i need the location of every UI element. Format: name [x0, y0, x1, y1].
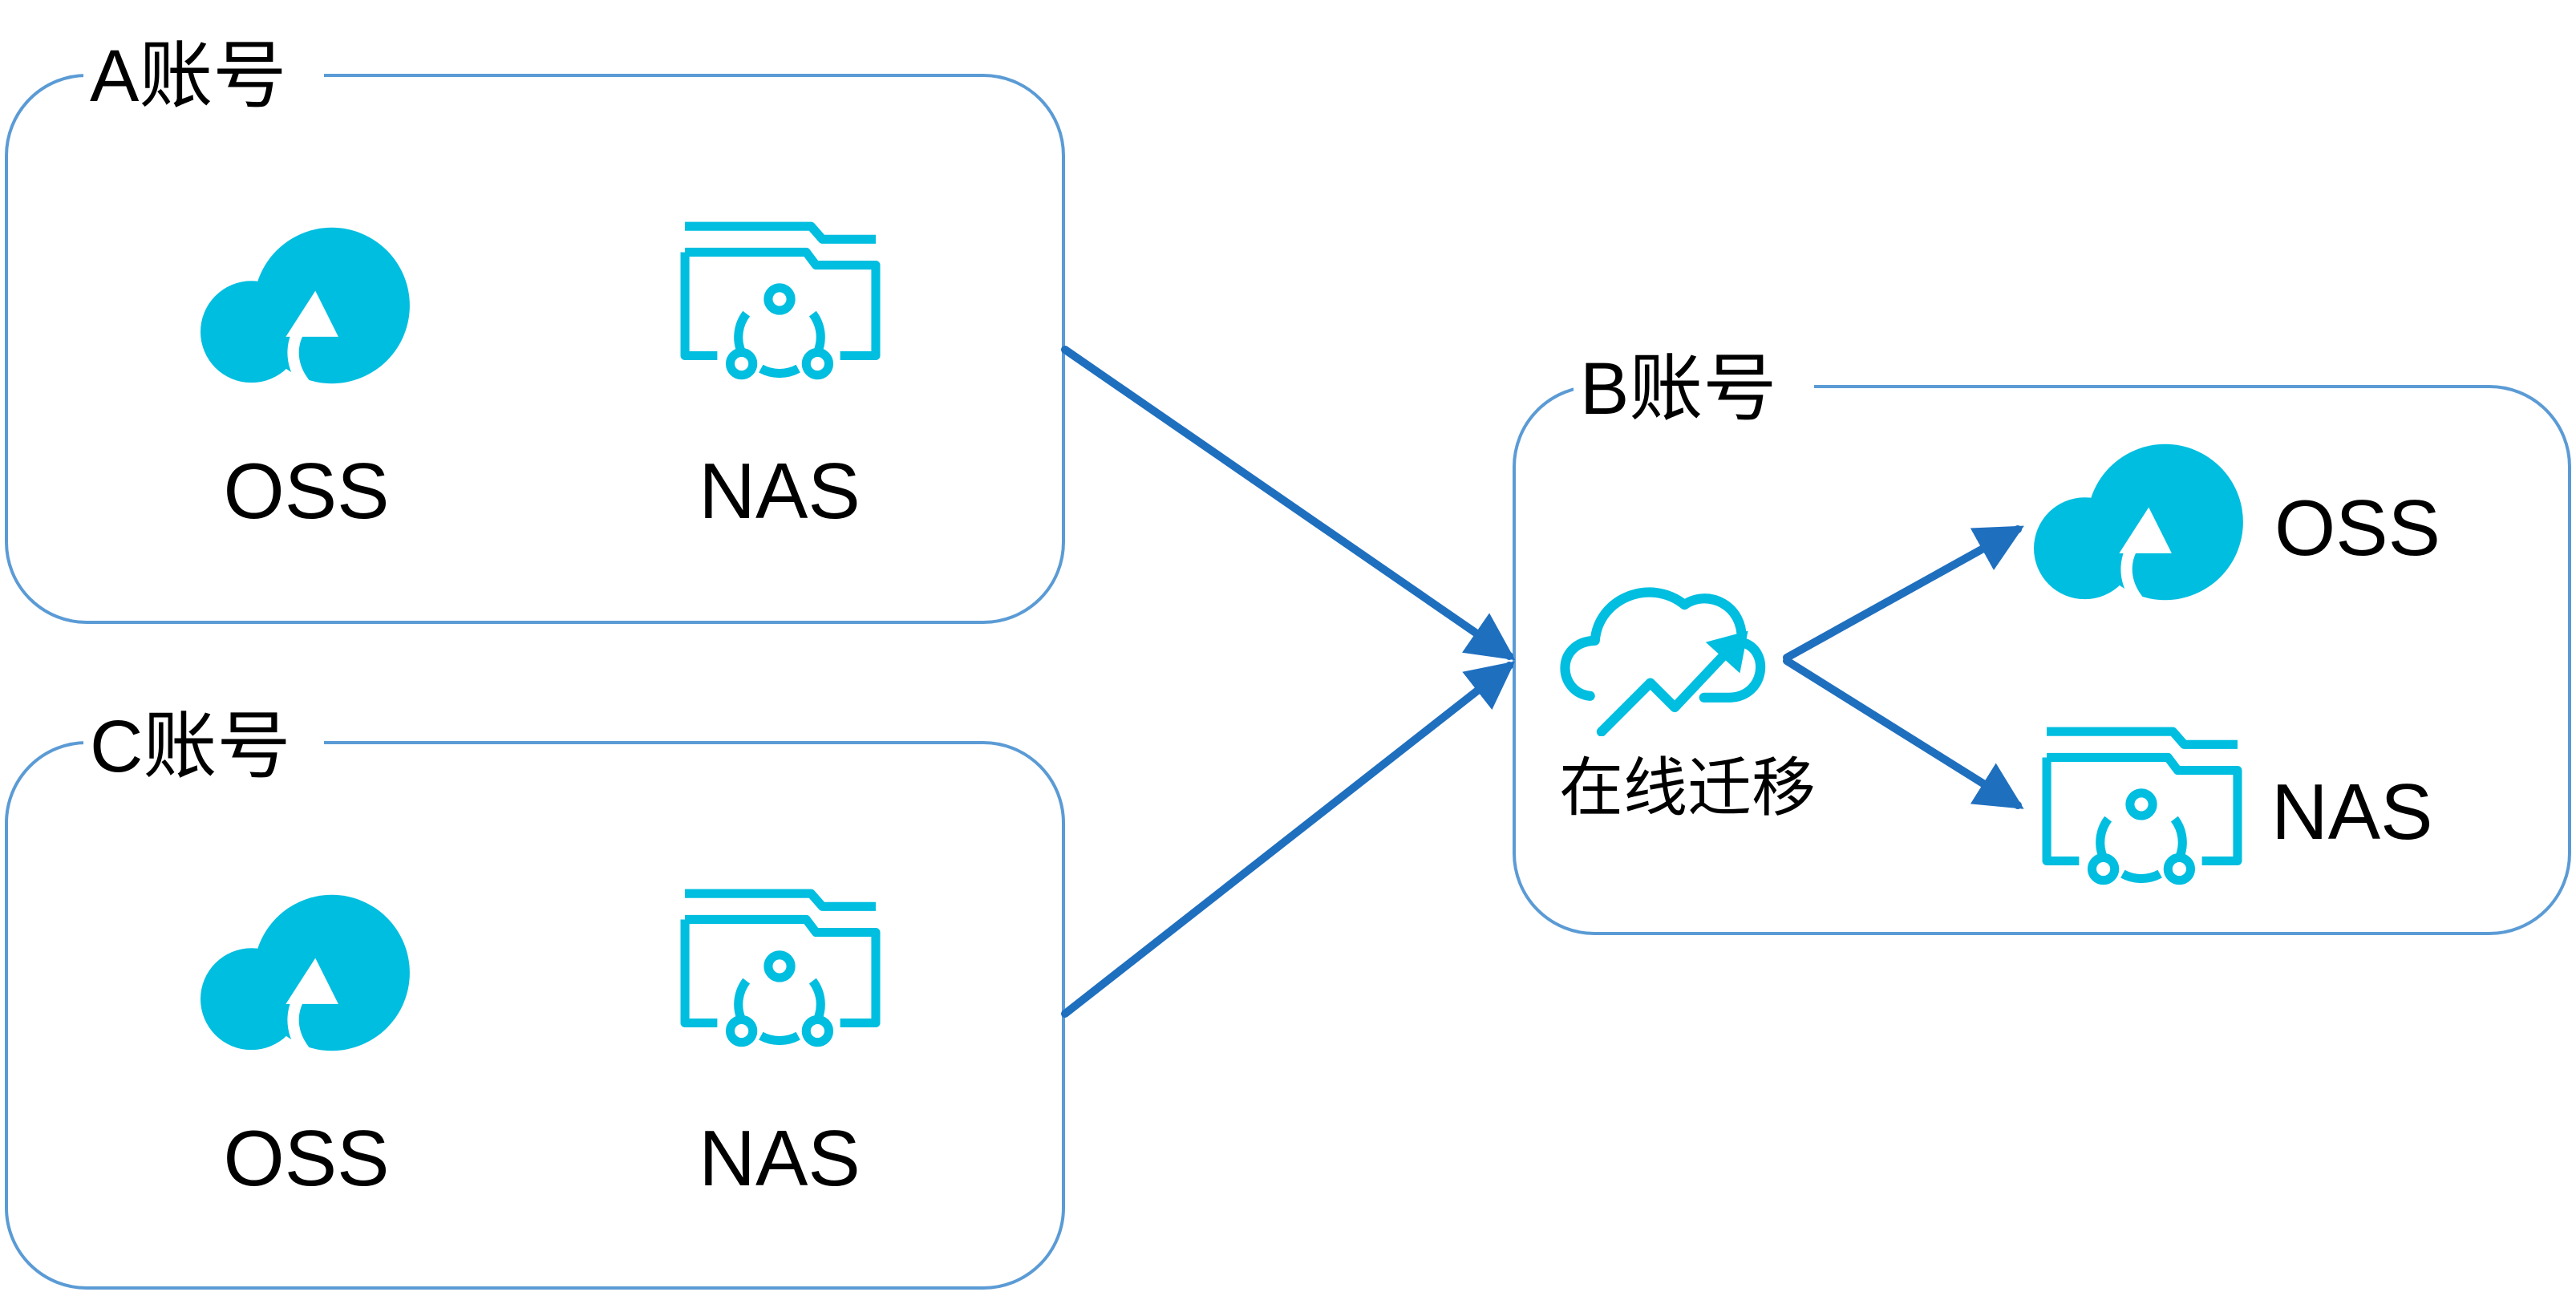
- edge-c-to-migration: [1061, 661, 1516, 1018]
- group-c-oss-label: OSS: [224, 1114, 390, 1202]
- group-b-nas-label: NAS: [2271, 767, 2433, 856]
- edges: [1061, 346, 2024, 1018]
- group-c: C账号 OSS NAS: [5, 706, 1065, 1290]
- edge-migration-to-oss: [1783, 525, 2024, 662]
- group-b-oss: OSS: [2034, 444, 2440, 600]
- group-a-nas-label: NAS: [699, 447, 861, 535]
- group-a: A账号 OSS NAS: [5, 35, 1065, 624]
- group-a-oss: OSS: [200, 228, 410, 535]
- edge-a-to-migration: [1061, 346, 1516, 661]
- group-c-title: C账号: [90, 706, 290, 788]
- group-a-nas: NAS: [685, 226, 876, 535]
- group-a-frame: [5, 74, 1065, 624]
- group-b-nas: NAS: [2047, 731, 2433, 880]
- edge-migration-to-nas: [1783, 657, 2024, 809]
- group-c-oss: OSS: [200, 895, 410, 1202]
- group-b: B账号 在线迁移 OSS NAS: [1513, 348, 2571, 935]
- group-b-migration-label: 在线迁移: [1559, 752, 1816, 824]
- group-c-title-mask: [83, 714, 324, 778]
- group-a-oss-label: OSS: [224, 447, 390, 535]
- group-b-title: B账号: [1580, 348, 1776, 430]
- group-c-nas-label: NAS: [699, 1114, 861, 1202]
- group-c-nas: NAS: [685, 893, 876, 1202]
- group-a-title: A账号: [90, 35, 286, 117]
- group-a-title-mask: [83, 48, 324, 112]
- group-b-title-mask: [1574, 358, 1814, 422]
- group-b-migration: 在线迁移: [1559, 593, 1816, 824]
- group-b-oss-label: OSS: [2274, 484, 2440, 572]
- group-c-frame: [5, 741, 1065, 1290]
